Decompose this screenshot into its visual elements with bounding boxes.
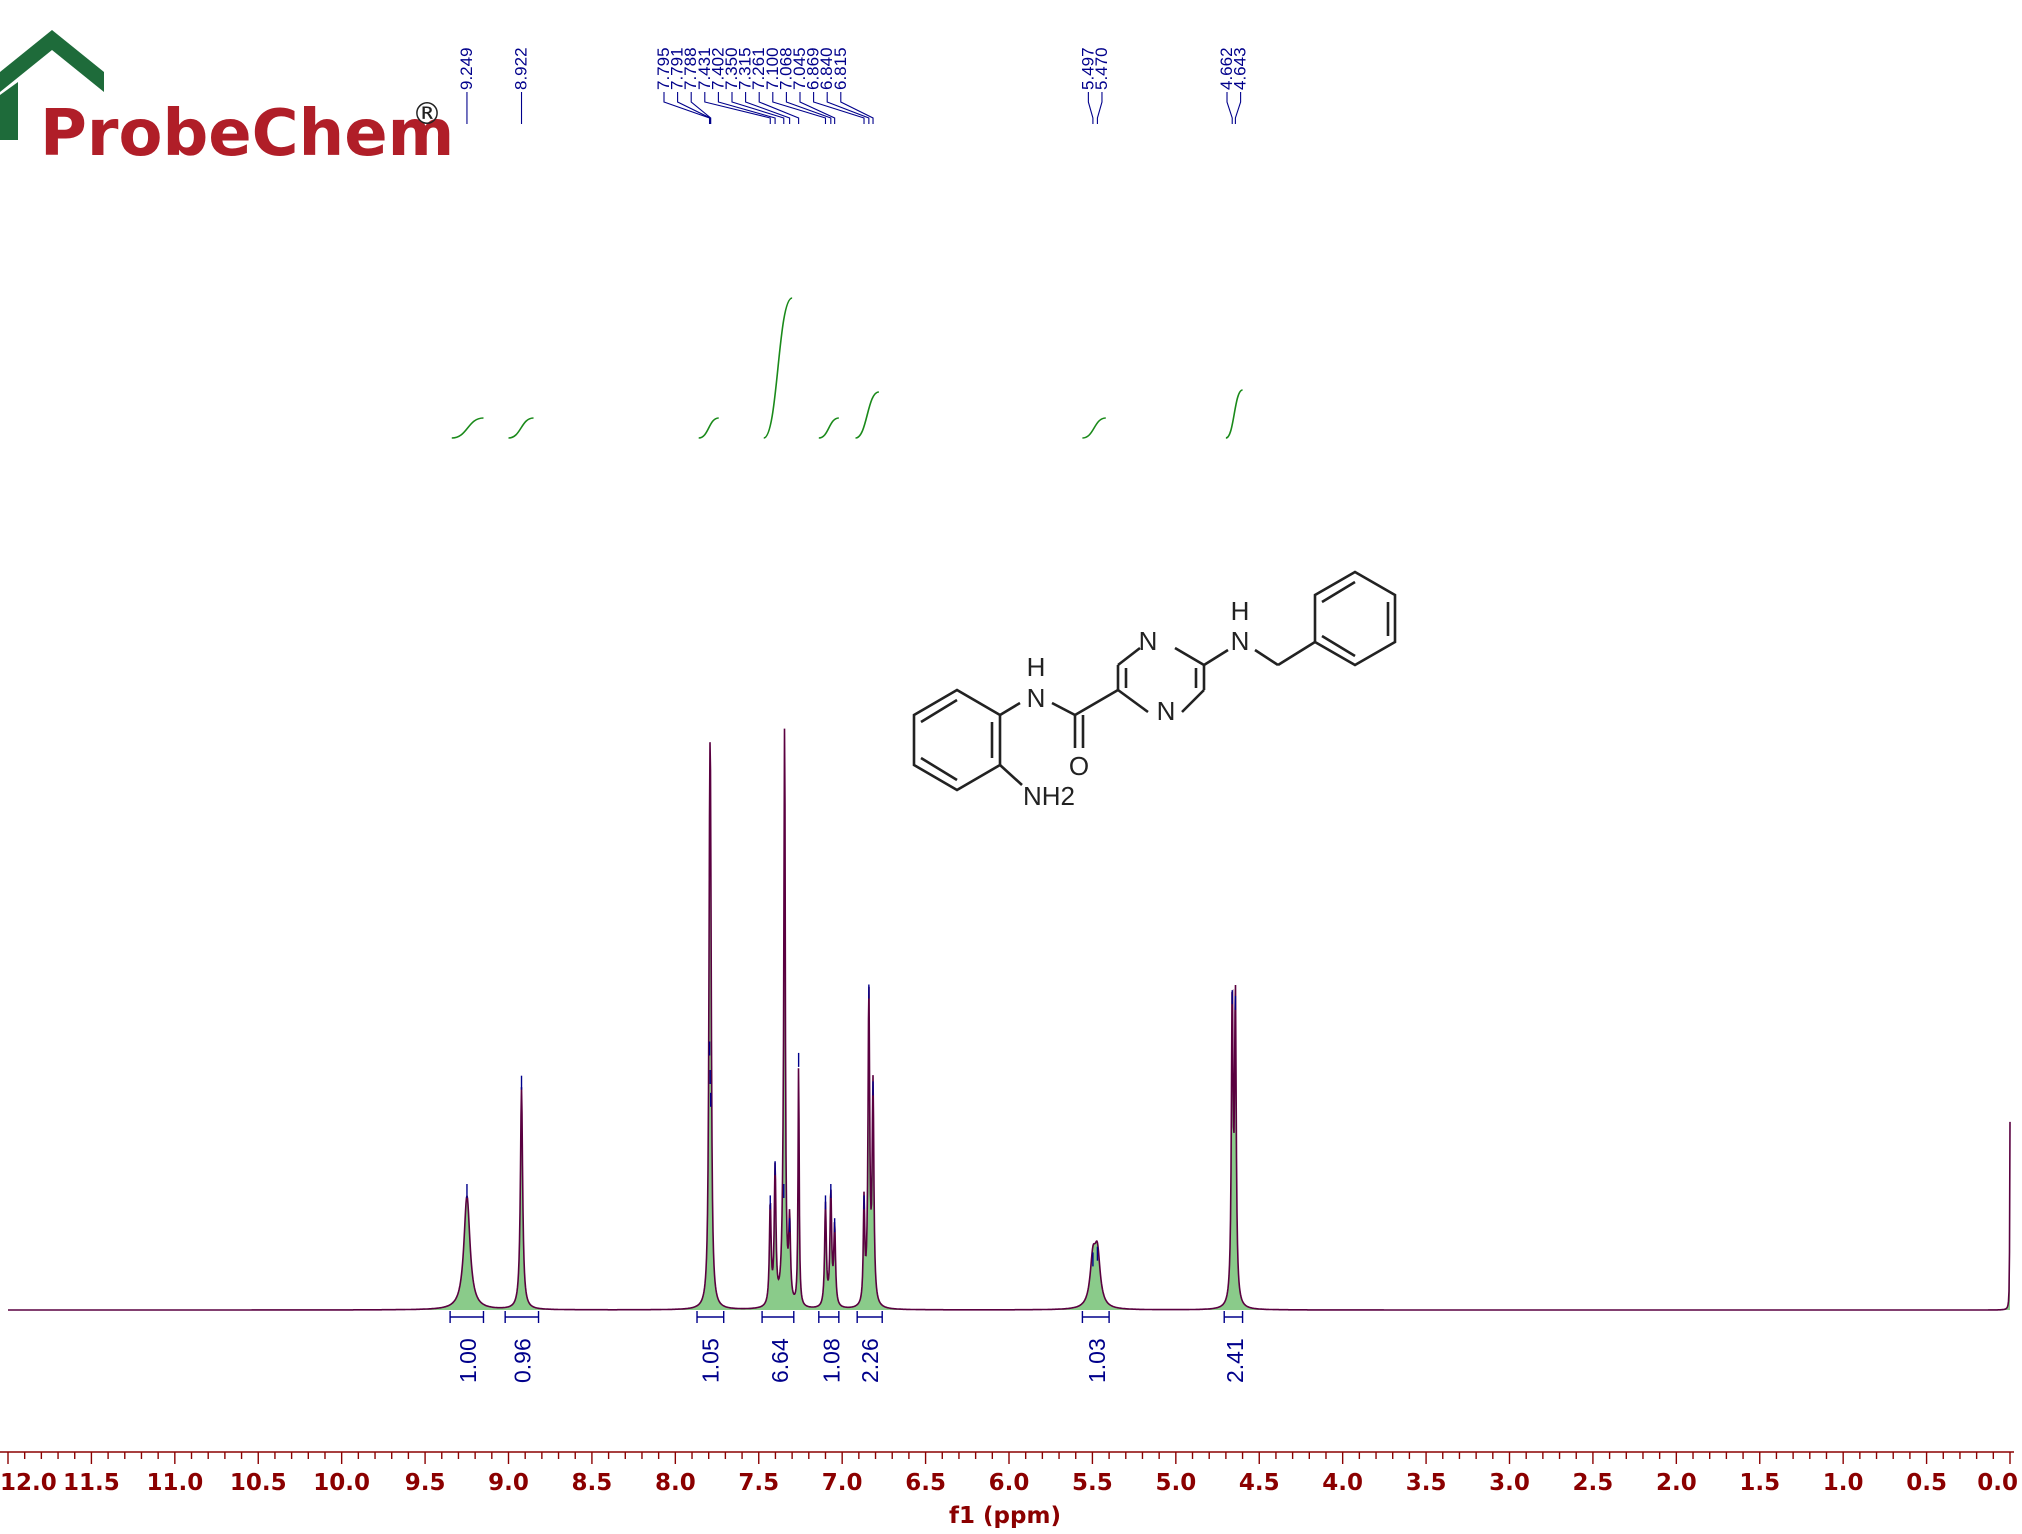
integral-value-3: 6.64 bbox=[767, 1338, 793, 1383]
integral-curve-3 bbox=[762, 297, 793, 439]
integral-value-7: 2.41 bbox=[1222, 1338, 1248, 1383]
peak-connector-13 bbox=[813, 92, 865, 124]
peak-connector-11 bbox=[785, 92, 832, 124]
peak-label-11: 7.068 bbox=[776, 47, 795, 90]
x-tick-label-18: 3.0 bbox=[1489, 1470, 1530, 1496]
integral-curve-5 bbox=[855, 391, 880, 439]
benzyl-ring bbox=[1313, 570, 1397, 667]
integral-curve-7 bbox=[1225, 389, 1243, 439]
peak-connector-7 bbox=[731, 92, 785, 124]
peak-label-2: 7.795 bbox=[654, 47, 673, 90]
brand-name: ProbeChem bbox=[40, 97, 455, 171]
structure-label-n-amine: N bbox=[1231, 626, 1250, 656]
peak-connector-17 bbox=[1096, 92, 1103, 124]
peak-label-19: 4.643 bbox=[1231, 47, 1250, 90]
peak-label-0: 9.249 bbox=[457, 47, 476, 90]
peak-label-7: 7.350 bbox=[722, 47, 741, 90]
spectrum-line bbox=[8, 728, 2011, 1311]
integral-value-1: 0.96 bbox=[510, 1338, 536, 1383]
registered-mark: ® bbox=[412, 97, 442, 132]
peak-connector-10 bbox=[772, 92, 827, 124]
peak-label-18: 4.662 bbox=[1217, 47, 1236, 90]
x-tick-label-1: 11.5 bbox=[63, 1470, 120, 1496]
structure-label-h-amide: H bbox=[1027, 652, 1046, 682]
peak-label-16: 5.497 bbox=[1078, 47, 1097, 90]
peak-connector-16 bbox=[1087, 92, 1094, 124]
peak-label-9: 7.261 bbox=[749, 47, 768, 90]
peak-connector-2 bbox=[663, 92, 711, 124]
x-tick-label-11: 6.5 bbox=[905, 1470, 946, 1496]
x-tick-label-20: 2.0 bbox=[1656, 1470, 1697, 1496]
peak-label-15: 6.815 bbox=[831, 47, 850, 90]
peak-label-13: 6.869 bbox=[804, 47, 823, 90]
integral-value-2: 1.05 bbox=[698, 1338, 724, 1383]
x-tick-label-17: 3.5 bbox=[1406, 1470, 1447, 1496]
x-tick-label-2: 11.0 bbox=[146, 1470, 203, 1496]
peak-label-5: 7.431 bbox=[695, 47, 714, 90]
structure-label-o: O bbox=[1069, 751, 1089, 781]
integral-value-5: 2.26 bbox=[857, 1338, 883, 1383]
house-roof-icon bbox=[0, 30, 104, 140]
x-tick-label-8: 8.0 bbox=[655, 1470, 696, 1496]
x-tick-label-14: 5.0 bbox=[1155, 1470, 1196, 1496]
peak-label-17: 5.470 bbox=[1092, 47, 1111, 90]
x-tick-label-24: 0.0 bbox=[1977, 1470, 2018, 1496]
chemical-structure bbox=[912, 570, 1397, 792]
x-tick-label-3: 10.5 bbox=[230, 1470, 287, 1496]
peak-label-1: 8.922 bbox=[512, 47, 531, 90]
peak-label-4: 7.788 bbox=[681, 47, 700, 90]
probechem-logo: ProbeChem ® bbox=[0, 20, 470, 166]
peak-connector-5 bbox=[704, 92, 771, 124]
peak-connector-8 bbox=[745, 92, 791, 124]
x-tick-label-15: 4.5 bbox=[1239, 1470, 1280, 1496]
x-tick-label-6: 9.0 bbox=[488, 1470, 529, 1496]
integral-curve-4 bbox=[818, 417, 840, 439]
integral-value-6: 1.03 bbox=[1084, 1338, 1110, 1383]
peak-label-12: 7.045 bbox=[790, 47, 809, 90]
x-tick-label-21: 1.5 bbox=[1739, 1470, 1780, 1496]
peak-connector-9 bbox=[758, 92, 800, 124]
peak-connector-14 bbox=[826, 92, 870, 124]
peak-label-3: 7.791 bbox=[668, 47, 687, 90]
x-tick-label-12: 6.0 bbox=[989, 1470, 1030, 1496]
x-tick-label-9: 7.5 bbox=[738, 1470, 779, 1496]
structure-label-n-amide: N bbox=[1027, 683, 1046, 713]
peak-connector-15 bbox=[840, 92, 874, 124]
x-tick-label-19: 2.5 bbox=[1573, 1470, 1614, 1496]
structure-label-n-bottom: N bbox=[1157, 696, 1176, 726]
integral-value-4: 1.08 bbox=[818, 1338, 844, 1383]
x-tick-label-7: 8.5 bbox=[572, 1470, 613, 1496]
x-tick-label-23: 0.5 bbox=[1906, 1470, 1947, 1496]
x-tick-label-13: 5.5 bbox=[1072, 1470, 1113, 1496]
spectrum-fill bbox=[8, 728, 2010, 1310]
integral-curve-0 bbox=[451, 417, 484, 439]
peak-label-6: 7.402 bbox=[708, 47, 727, 90]
structure-label-nh2: NH2 bbox=[1023, 781, 1075, 811]
peak-label-8: 7.315 bbox=[736, 47, 755, 90]
peak-connector-19 bbox=[1234, 92, 1242, 124]
peak-connector-12 bbox=[799, 92, 836, 124]
x-tick-label-4: 10.0 bbox=[313, 1470, 370, 1496]
integral-curve-2 bbox=[698, 417, 719, 439]
x-tick-label-10: 7.0 bbox=[822, 1470, 863, 1496]
x-axis-label: f1 (ppm) bbox=[949, 1503, 1061, 1529]
x-tick-label-5: 9.5 bbox=[405, 1470, 446, 1496]
aniline-ring bbox=[912, 688, 1002, 792]
x-tick-label-16: 4.0 bbox=[1322, 1470, 1363, 1496]
peak-connector-4 bbox=[690, 92, 712, 124]
x-tick-label-0: 12.0 bbox=[0, 1470, 57, 1496]
peak-label-14: 6.840 bbox=[817, 47, 836, 90]
x-tick-label-22: 1.0 bbox=[1823, 1470, 1864, 1496]
integral-curve-1 bbox=[508, 417, 534, 439]
peak-label-10: 7.100 bbox=[763, 47, 782, 90]
peak-connector-18 bbox=[1226, 92, 1233, 124]
peak-connector-6 bbox=[717, 92, 776, 124]
structure-label-n-top: N bbox=[1139, 626, 1158, 656]
structure-label-h-amine: H bbox=[1231, 596, 1250, 626]
integral-curve-6 bbox=[1082, 417, 1106, 439]
integral-value-0: 1.00 bbox=[455, 1338, 481, 1383]
